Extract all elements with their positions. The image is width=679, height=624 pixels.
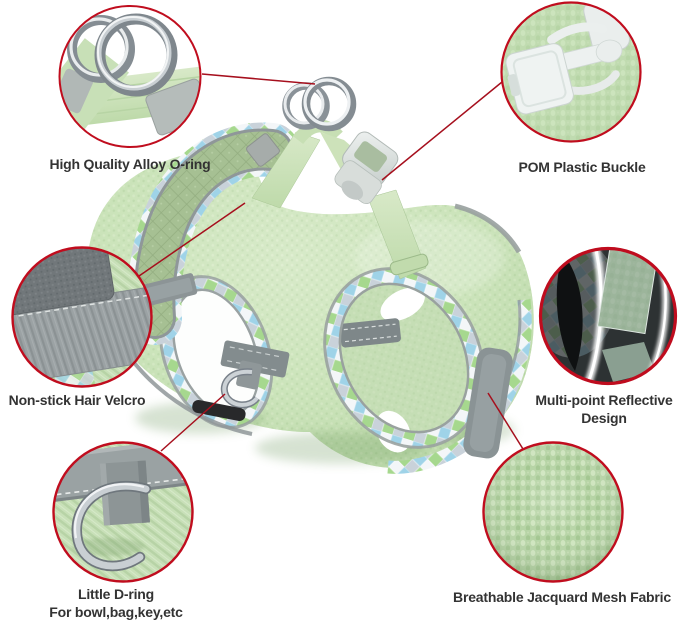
right-armhole [323,267,485,453]
connector-mesh [487,392,524,450]
label-buckle: POM Plastic Buckle [518,159,646,175]
shoulder-band [127,122,299,345]
dring-inset-border [52,441,194,583]
callout-connector-lines [138,73,524,452]
strap-keeper [389,253,429,276]
harness-top-hardware [246,76,429,280]
buckle-inset-border [500,1,642,143]
reflective-inset-border [538,246,678,386]
harness-photo [87,76,534,474]
strap-slider [246,133,280,167]
label-dring-line1: Little D-ring [78,586,154,602]
oring-inset-photo [58,5,202,148]
velcro-inset-photo [11,246,153,388]
black-clip [192,399,246,421]
label-dring-line2: For bowl,bag,key,etc [49,603,183,620]
mesh-inset-photo [482,441,624,583]
label-oring: High Quality Alloy O-ring [49,156,211,172]
harness-d-ring [192,360,262,421]
connector-oring [201,73,316,85]
label-reflective: Multi-point Reflective Design [514,392,679,427]
pom-buckle [334,131,399,205]
connector-dring [160,393,226,452]
alloy-o-rings [282,76,357,132]
reflective-inset-photo [538,246,678,386]
mesh-inset-border [482,441,624,583]
label-dring: Little D-ring For bowl,bag,key,etc [26,586,206,621]
buckle-inset-photo [500,1,642,143]
label-mesh: Breathable Jacquard Mesh Fabric [453,589,671,605]
oring-inset-border [58,5,202,148]
label-velcro: Non-stick Hair Velcro [8,392,146,408]
velcro-inset-border [11,246,153,388]
connector-buckle [381,81,503,181]
dring-inset-photo [52,441,194,583]
reflective-strips [138,273,513,459]
label-reflective-line1: Multi-point Reflective [535,392,673,408]
label-reflective-line2: Design [581,409,627,426]
right-armhole-plaid-trim [324,268,484,448]
connector-velcro [138,202,246,277]
